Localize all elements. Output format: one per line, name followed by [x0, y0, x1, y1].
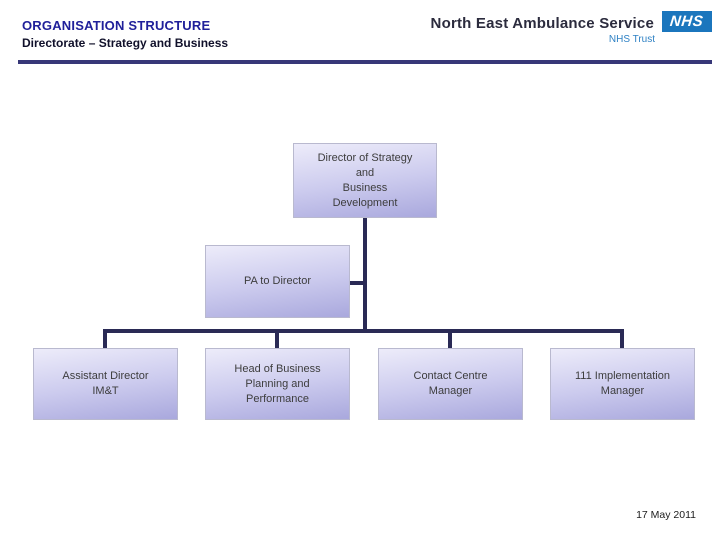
org-node-head-business-planning: Head of Business Planning and Performanc… [205, 348, 350, 420]
nhs-trust-label: NHS Trust [608, 34, 655, 45]
node-label: Assistant Director IM&T [62, 370, 149, 397]
page-title: ORGANISATION STRUCTURE [22, 18, 211, 33]
nhs-wordmark: NHS [669, 13, 705, 30]
nhs-logo: North East Ambulance Service NHS NHS Tru… [431, 11, 712, 45]
org-node-pa-to-director: PA to Director [205, 245, 350, 318]
connector-stub-contact-centre [448, 331, 452, 348]
connector-director-drop [363, 218, 367, 333]
node-label: Head of Business Planning and Performanc… [234, 362, 321, 405]
org-name: North East Ambulance Service [430, 15, 654, 32]
connector-stub-assistant-director [103, 331, 107, 348]
node-label: Contact Centre Manager [413, 370, 488, 397]
header-divider [18, 60, 712, 64]
connector-stub-111 [620, 331, 624, 348]
connector-stub-head-business [275, 331, 279, 348]
nhs-wordmark-box: NHS [662, 11, 712, 32]
org-node-assistant-director-imt: Assistant Director IM&T [33, 348, 178, 420]
node-label: Director of Strategy and Business Develo… [317, 151, 413, 209]
org-node-contact-centre-manager: Contact Centre Manager [378, 348, 523, 420]
nhs-logo-row: North East Ambulance Service NHS [431, 11, 712, 32]
connector-main-horizontal [103, 329, 624, 333]
connector-pa-branch [349, 281, 365, 285]
org-node-111-implementation-manager: 111 Implementation Manager [550, 348, 695, 420]
page-subtitle: Directorate – Strategy and Business [22, 36, 229, 50]
org-node-director: Director of Strategy and Business Develo… [293, 143, 437, 218]
slide-date: 17 May 2011 [636, 509, 696, 521]
node-label: PA to Director [243, 275, 312, 287]
node-label: 111 Implementation Manager [575, 370, 670, 397]
